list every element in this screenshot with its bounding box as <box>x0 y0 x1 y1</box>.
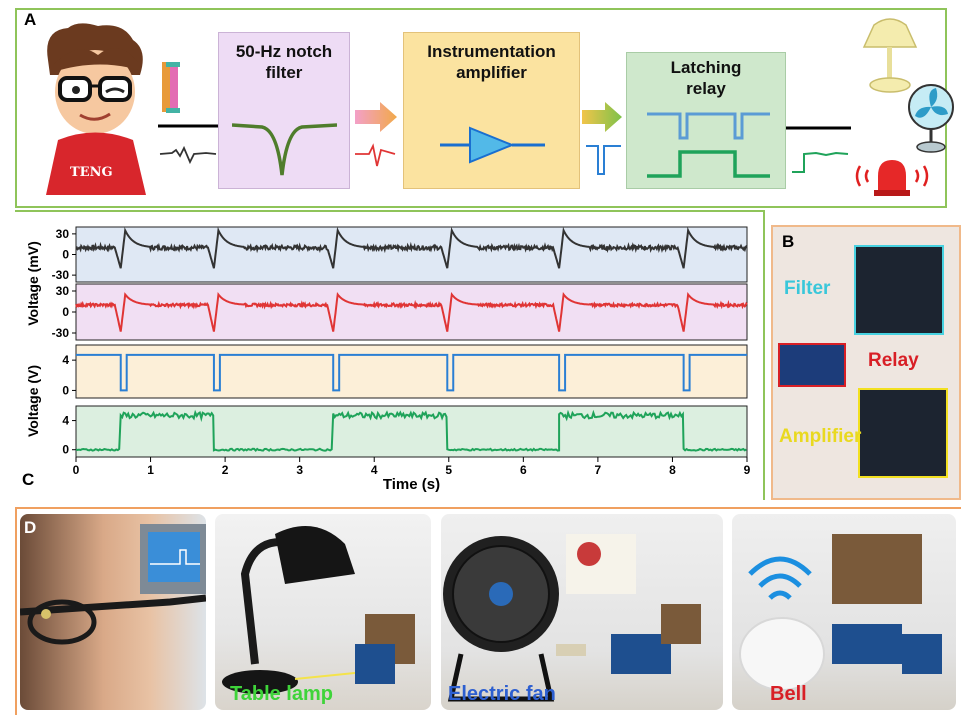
relay-title-line1: Latching <box>670 58 742 77</box>
filter-title-line1: 50-Hz notch <box>235 42 333 61</box>
filter-board-photo <box>854 245 944 335</box>
ytick-label-relay: 4 <box>62 414 69 428</box>
series-relay-line <box>75 409 747 452</box>
panel-b-letter: B <box>782 232 795 251</box>
panel-d-letter: D <box>24 518 37 537</box>
panel-d <box>15 507 961 715</box>
relay-board-label: Relay <box>868 350 919 371</box>
ytick-label-relay: 0 <box>62 443 69 457</box>
fan-icon <box>908 84 954 153</box>
blue-pulse-icon <box>586 145 621 175</box>
series-amplified-line <box>76 353 747 392</box>
ytick-label-filtered: 0 <box>62 305 69 319</box>
relay-waveform-icon <box>647 112 770 178</box>
relay-title-line2: relay <box>686 79 726 98</box>
xtick-label-5: 5 <box>445 463 452 477</box>
filter-title-line2: filter <box>265 63 303 82</box>
panel-c-letter: C <box>22 470 35 489</box>
ytick-label-amplified: 4 <box>62 353 69 367</box>
electric-fan-label: Electric fan <box>448 683 556 705</box>
xtick-label-9: 9 <box>744 463 751 477</box>
xtick-label-6: 6 <box>520 463 527 477</box>
teng-device-icon <box>162 62 180 113</box>
ytick-label-raw: 0 <box>62 248 69 262</box>
xtick-label-2: 2 <box>222 463 229 477</box>
xtick-label-3: 3 <box>296 463 303 477</box>
red-signal-icon <box>355 143 396 167</box>
photo-eyeglasses <box>20 514 206 710</box>
ytick-label-raw: -30 <box>52 268 70 282</box>
panel-a-letter: A <box>24 10 37 29</box>
lamp-icon <box>862 18 918 93</box>
series-filtered-line <box>75 291 748 332</box>
relay-board-photo <box>778 343 846 387</box>
ytick-label-filtered: 30 <box>56 284 70 298</box>
xtick-label-0: 0 <box>73 463 80 477</box>
notch-curve-icon <box>232 123 337 176</box>
ytick-label-raw: 30 <box>56 227 70 241</box>
amplifier-title-line1: Instrumentation <box>427 42 556 61</box>
y-axis-label-mv: Voltage (mV) <box>25 241 41 326</box>
y-axis-label-v: Voltage (V) <box>25 365 41 437</box>
arrow-right-icon-1 <box>355 102 397 132</box>
bell-label: Bell <box>770 683 807 705</box>
xtick-label-4: 4 <box>371 463 378 477</box>
arrow-right-icon-2 <box>582 102 622 132</box>
amplifier-board-photo <box>858 388 948 478</box>
photo-electric-fan <box>441 514 723 710</box>
subplot-raw-frame <box>75 226 748 283</box>
ytick-label-filtered: -30 <box>52 326 70 340</box>
panel-c-border <box>15 210 765 500</box>
xtick-label-8: 8 <box>669 463 676 477</box>
ytick-label-amplified: 0 <box>62 383 69 397</box>
amplifier-title-line2: amplifier <box>456 63 527 82</box>
table-lamp-label: Table lamp <box>230 683 333 705</box>
filter-board-label: Filter <box>784 278 831 299</box>
photo-table-lamp <box>215 514 431 710</box>
subplot-filtered-frame <box>75 283 748 341</box>
wire-in <box>158 124 218 165</box>
photo-bell <box>732 514 956 710</box>
subplot-amplified-frame <box>75 344 748 399</box>
amplifier-triangle-icon <box>440 126 545 164</box>
series-raw-line <box>75 226 748 269</box>
alarm-bell-icon <box>855 160 929 196</box>
teng-avatar <box>46 23 146 195</box>
amplifier-board-label: Amplifier <box>779 426 862 447</box>
wire-out <box>786 126 851 173</box>
teng-shirt-text: TENG <box>70 165 113 180</box>
x-axis-label: Time (s) <box>383 476 440 493</box>
amplifier-block: Instrumentation amplifier <box>403 32 580 189</box>
relay-block: Latching relay <box>626 52 786 189</box>
xtick-label-7: 7 <box>595 463 602 477</box>
xtick-label-1: 1 <box>147 463 154 477</box>
